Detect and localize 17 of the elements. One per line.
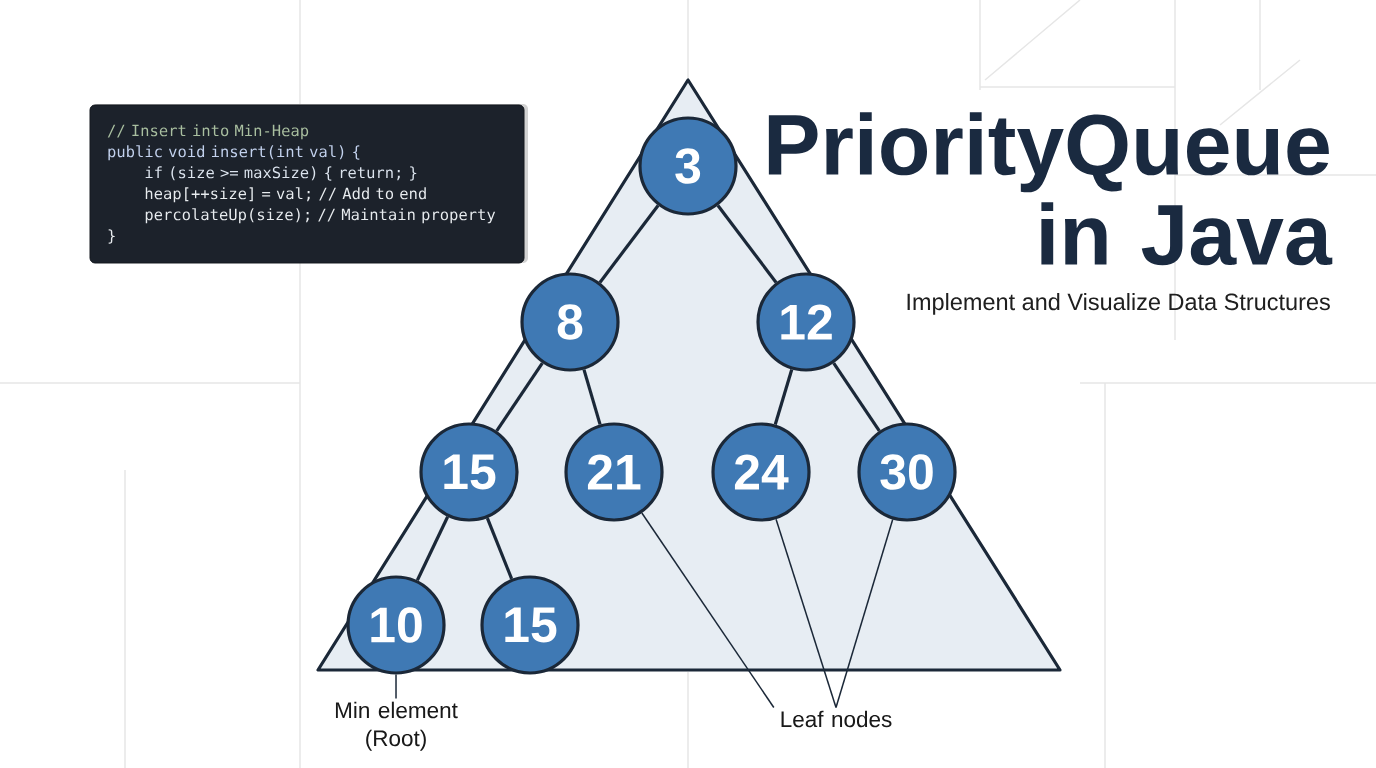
tree-edge <box>415 516 450 581</box>
tree-edge <box>582 369 602 425</box>
tree-edge <box>598 204 660 284</box>
callout-text: Leaf nodes <box>781 710 892 728</box>
tree-edge <box>773 369 794 425</box>
subtitle: Implement and Visualize Data Structures <box>907 292 1330 315</box>
tree-edge <box>495 362 544 432</box>
title: PriorityQueue in Java <box>768 112 1333 266</box>
tree-edge <box>716 204 778 284</box>
leader-line <box>775 518 837 709</box>
code-block: // Insert into Min-Heap public void insert(int val) { if (size >= maxSize) { return; } heap[++size] = val; // Add to end percolateUp(size); // Maintain property } <box>89 104 528 264</box>
tree-edge <box>832 362 881 432</box>
tree-edge <box>485 517 514 580</box>
leader-line <box>395 673 397 700</box>
leader-line <box>641 512 775 709</box>
leader-line <box>835 518 894 709</box>
callout-text: Min element (Root) <box>335 701 458 751</box>
